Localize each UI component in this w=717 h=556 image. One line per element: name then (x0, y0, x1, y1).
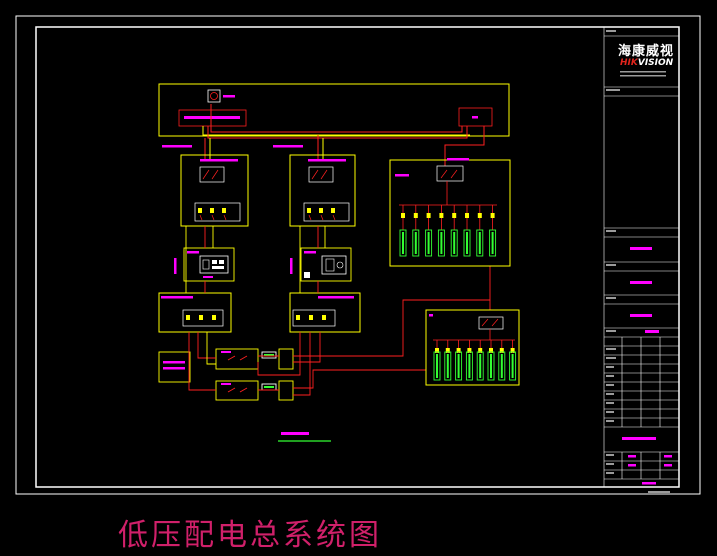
ups-unit-2 (290, 247, 352, 282)
breaker-column (509, 340, 517, 381)
breaker-column (412, 205, 420, 257)
breaker-column (498, 340, 506, 381)
breaker-column (399, 205, 407, 257)
ups-output-panel-1 (158, 292, 232, 333)
transformer-box (458, 107, 493, 127)
breaker-column (455, 340, 463, 381)
logo-english-prefix: HIK (620, 58, 638, 68)
breaker-column (433, 340, 441, 381)
breaker-column (444, 340, 452, 381)
feeder-panel-2 (273, 145, 356, 227)
ups-unit-1 (174, 247, 235, 282)
logo-english-suffix: VISION (637, 58, 674, 68)
breaker-column (437, 205, 445, 257)
title-block-fields (622, 247, 672, 485)
distribution-panel-upper (389, 158, 511, 267)
distribution-panel-lower (425, 309, 520, 386)
breaker-column (489, 205, 497, 257)
ups-output-panel-2 (289, 292, 361, 333)
auxiliary-panel (158, 351, 191, 383)
meter-dial (210, 92, 218, 100)
drawing-outer-border (15, 15, 701, 495)
meter-unit (207, 89, 221, 103)
feeder-panel-1 (162, 145, 249, 227)
drawing-inner-border (35, 26, 680, 488)
drawing-title-label (281, 432, 309, 435)
logo-english: HIKVISION (620, 58, 673, 68)
breaker-column (465, 340, 473, 381)
page-caption: 低压配电总系统图 (118, 518, 382, 553)
title-block-marks (606, 30, 670, 493)
breaker-column (476, 340, 484, 381)
main-switch-box (178, 109, 247, 127)
interconnect-wiring (185, 226, 491, 396)
breaker-column (425, 205, 433, 257)
breaker-column (450, 205, 458, 257)
meter-label (223, 95, 235, 98)
transformer-label (472, 116, 478, 119)
breaker-column (463, 205, 471, 257)
ats-switches (215, 348, 294, 401)
busbar-runs (202, 104, 485, 166)
main-busbar-enclosure (158, 83, 510, 137)
title-block (603, 27, 679, 487)
breaker-column (476, 205, 484, 257)
main-switch-label (184, 116, 240, 119)
logo-chinese: 海康威视 (618, 44, 675, 59)
breaker-column (487, 340, 495, 381)
